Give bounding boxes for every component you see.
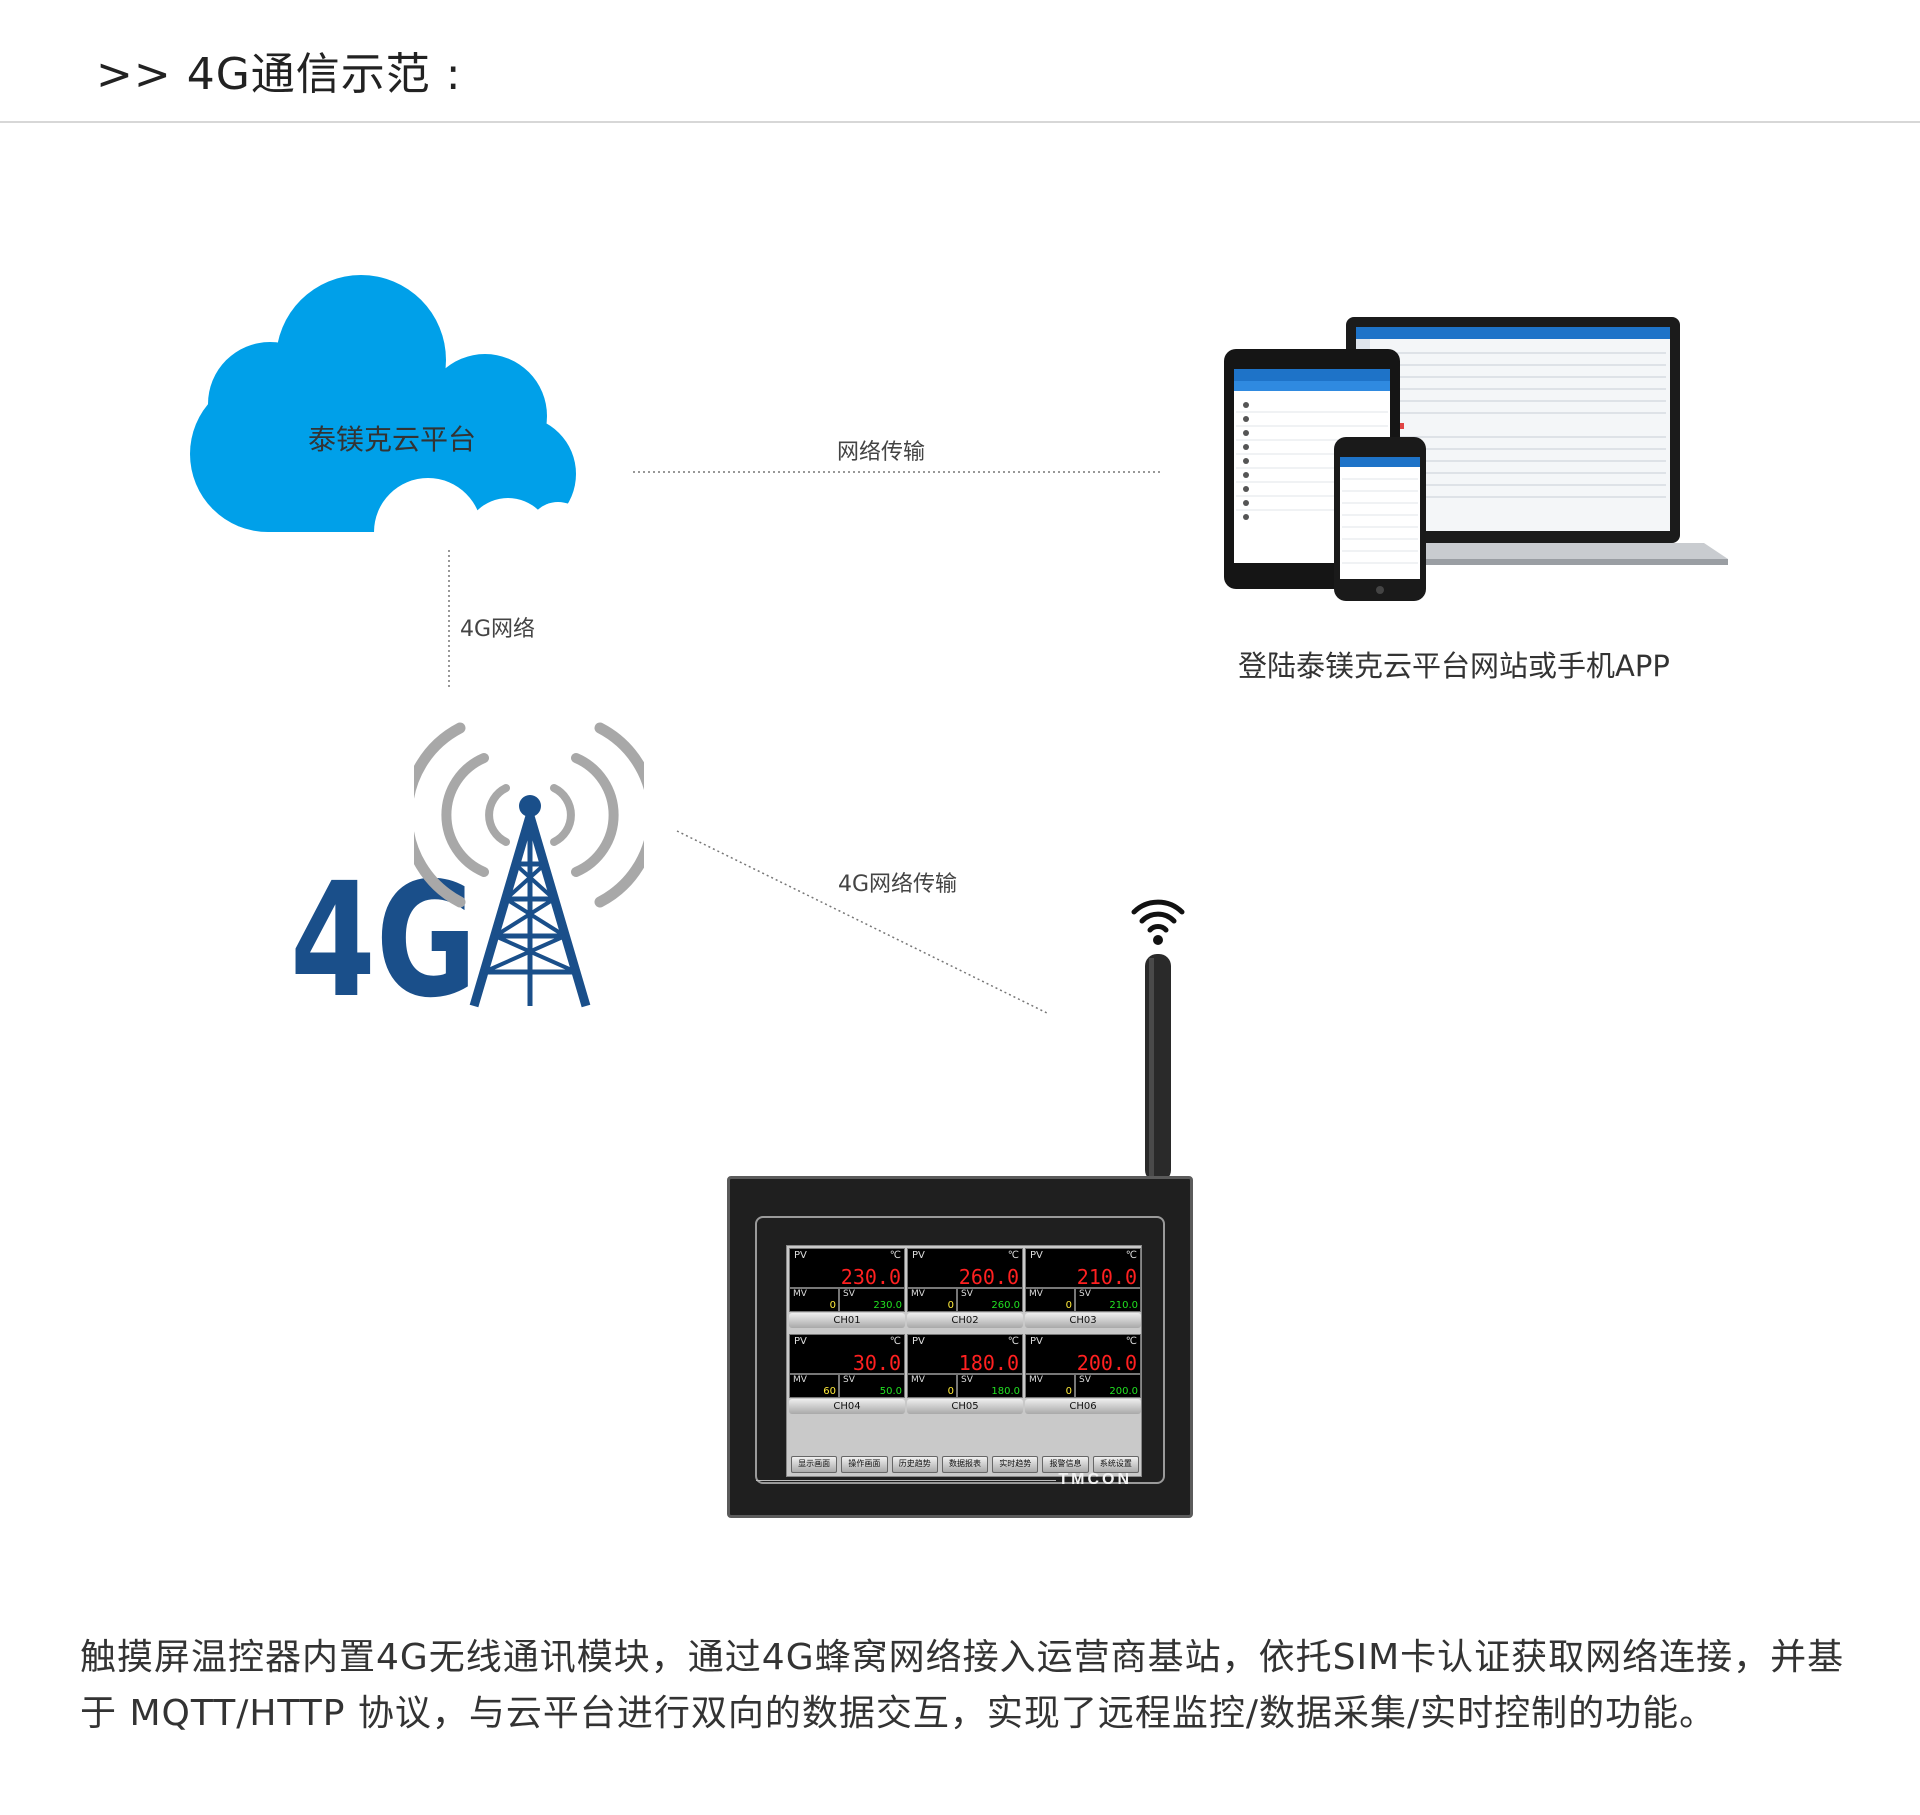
description-text: 触摸屏温控器内置4G无线通讯模块，通过4G蜂窝网络接入运营商基站，依托SIM卡认… <box>80 1637 1845 1734</box>
channel-button[interactable]: CH03 <box>1025 1313 1141 1328</box>
unit-label: ℃ <box>1125 1250 1137 1261</box>
devices-caption: 登陆泰镁克云平台网站或手机APP <box>1238 649 1670 683</box>
mv-label: MV <box>793 1375 807 1385</box>
pv-value: 200.0 <box>1076 1351 1137 1375</box>
channel-button[interactable]: CH02 <box>907 1313 1023 1328</box>
sv-label: SV <box>1079 1289 1091 1299</box>
mv-value: 0 <box>829 1300 836 1311</box>
channel-button[interactable]: CH04 <box>789 1399 905 1414</box>
sv-label: SV <box>1079 1375 1091 1385</box>
unit-label: ℃ <box>1007 1250 1019 1261</box>
mv-label: MV <box>911 1289 925 1299</box>
sv-label: SV <box>961 1375 973 1385</box>
channel-button[interactable]: CH05 <box>907 1399 1023 1414</box>
nav-history-trend[interactable]: 历史趋势 <box>891 1456 938 1473</box>
unit-label: ℃ <box>1007 1336 1019 1347</box>
channel-button[interactable]: CH06 <box>1025 1399 1141 1414</box>
sv-label: SV <box>961 1289 973 1299</box>
pv-value: 260.0 <box>958 1265 1019 1289</box>
pv-value: 180.0 <box>958 1351 1019 1375</box>
mv-label: MV <box>1029 1289 1043 1299</box>
unit-label: ℃ <box>1125 1336 1137 1347</box>
devices-illustration <box>1224 317 1728 601</box>
header-divider <box>0 121 1920 123</box>
label-network-transfer: 网络传输 <box>837 440 926 465</box>
pv-label: PV <box>794 1250 807 1261</box>
nav-data-report[interactable]: 数据报表 <box>941 1456 989 1473</box>
antenna-icon <box>1131 899 1185 1182</box>
sv-value: 50.0 <box>879 1386 902 1397</box>
pv-value: 230.0 <box>840 1265 901 1289</box>
nav-realtime-trend[interactable]: 实时趋势 <box>992 1456 1039 1473</box>
cloud-icon <box>190 275 583 532</box>
pv-label: PV <box>1030 1250 1043 1261</box>
brand-logo: TMCON <box>1058 1471 1132 1488</box>
label-4g-transfer: 4G网络传输 <box>838 872 958 897</box>
channel-button[interactable]: CH01 <box>789 1313 905 1328</box>
channel-panel-ch04[interactable]: PV ℃ 30.0 MV 60 SV 50.0 CH04 <box>789 1334 905 1414</box>
nav-system-settings[interactable]: 系统设置 <box>1092 1456 1139 1473</box>
sv-value: 260.0 <box>991 1300 1020 1311</box>
mv-value: 0 <box>947 1300 954 1311</box>
mv-label: MV <box>911 1375 925 1385</box>
phone-icon <box>1334 437 1426 601</box>
mv-value: 0 <box>1065 1300 1072 1311</box>
pv-value: 210.0 <box>1076 1265 1137 1289</box>
sv-value: 200.0 <box>1109 1386 1138 1397</box>
mv-value: 0 <box>947 1386 954 1397</box>
mv-value: 60 <box>823 1386 836 1397</box>
mv-label: MV <box>793 1289 807 1299</box>
mv-label: MV <box>1029 1375 1043 1385</box>
sv-label: SV <box>843 1375 855 1385</box>
pv-label: PV <box>912 1336 925 1347</box>
cloud-label: 泰镁克云平台 <box>308 423 477 456</box>
sv-value: 180.0 <box>991 1386 1020 1397</box>
mv-value: 0 <box>1065 1386 1072 1397</box>
label-4g-network: 4G网络 <box>460 617 536 642</box>
sv-value: 210.0 <box>1109 1300 1138 1311</box>
pv-value: 30.0 <box>852 1351 901 1375</box>
cell-tower-icon <box>414 722 644 1008</box>
connection-lines <box>448 471 1162 1015</box>
unit-label: ℃ <box>889 1250 901 1261</box>
controller-nav-bar: 显示画面 操作画面 历史趋势 数据报表 实时趋势 报警信息 系统设置 <box>791 1456 1139 1473</box>
nav-display[interactable]: 显示画面 <box>791 1456 838 1473</box>
pv-label: PV <box>1030 1336 1043 1347</box>
unit-label: ℃ <box>889 1336 901 1347</box>
nav-alarm-info[interactable]: 报警信息 <box>1042 1456 1089 1473</box>
link-tower-controller <box>676 830 1050 1015</box>
sv-label: SV <box>843 1289 855 1299</box>
pv-label: PV <box>912 1250 925 1261</box>
pv-label: PV <box>794 1336 807 1347</box>
sv-value: 230.0 <box>873 1300 902 1311</box>
page-title: >> 4G通信示范 : <box>96 49 462 100</box>
nav-operation[interactable]: 操作画面 <box>841 1456 888 1473</box>
brand-rule <box>756 1480 1056 1481</box>
controller-bezel <box>755 1216 1165 1484</box>
